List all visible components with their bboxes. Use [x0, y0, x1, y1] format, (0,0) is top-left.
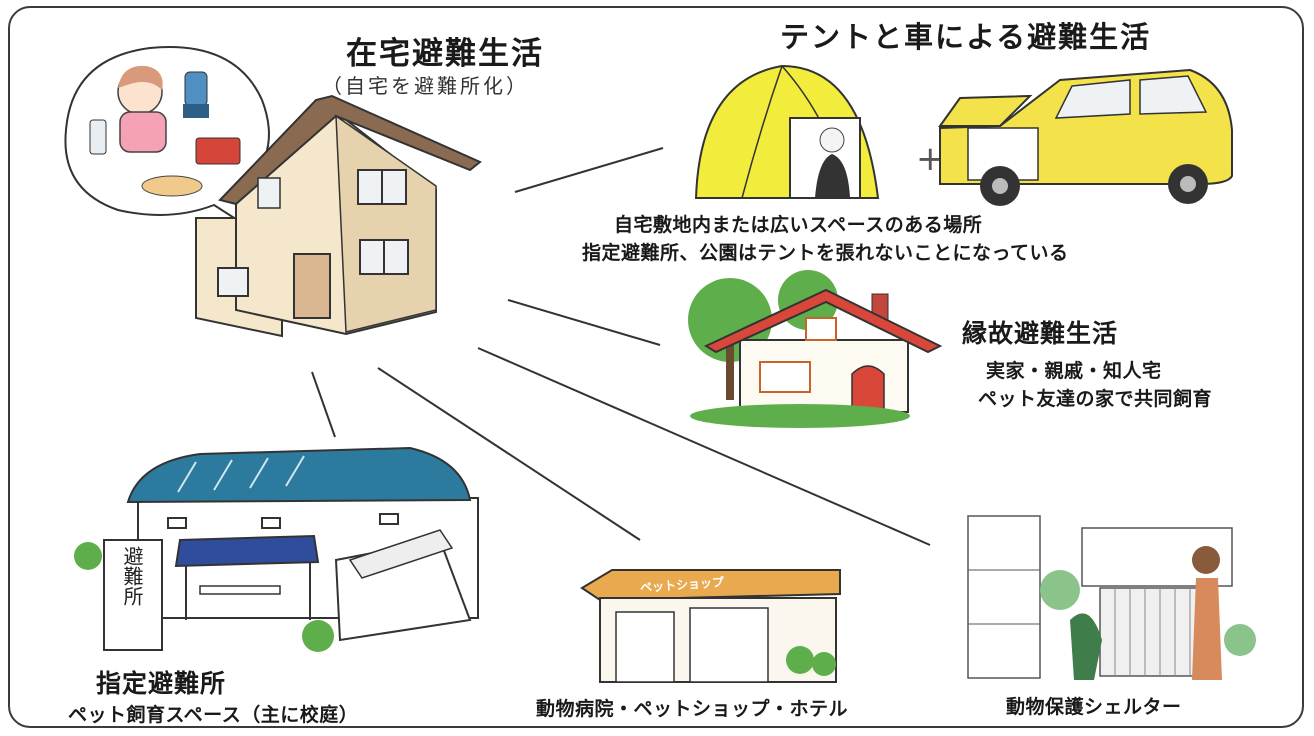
connector-rescue	[477, 347, 931, 546]
car-illustration	[938, 68, 1233, 206]
home-title: 在宅避難生活	[346, 36, 544, 72]
petshop-label: 動物病院・ペットショップ・ホテル	[536, 698, 849, 720]
connector-shop	[377, 367, 641, 541]
relatives-line-1: 実家・親戚・知人宅	[986, 360, 1162, 382]
home-bubble-illustration	[64, 46, 270, 233]
connector-shelter	[311, 371, 336, 438]
tent-car-title: テントと車による避難生活	[780, 20, 1152, 54]
home-subtitle: （自宅を避難所化）	[322, 74, 529, 98]
shelter-line-1: ペット飼育スペース（主に校庭）	[68, 704, 359, 726]
shelter-illustration	[74, 446, 479, 652]
connector-tent	[514, 147, 664, 193]
shelter-sign: 避難所	[120, 546, 144, 606]
relatives-title: 縁故避難生活	[962, 319, 1119, 348]
tent-illustration	[694, 64, 880, 199]
tent-car-line-2: 指定避難所、公園はテントを張れないことになっている	[582, 242, 1069, 264]
connector-relatives	[507, 299, 661, 346]
rescue-label: 動物保護シェルター	[1006, 696, 1182, 718]
tent-car-line-1: 自宅敷地内または広いスペースのある場所	[614, 214, 983, 236]
relatives-house-illustration	[688, 270, 943, 428]
shelter-title: 指定避難所	[96, 669, 227, 698]
connector-lines	[311, 147, 931, 546]
home-house-illustration	[195, 94, 482, 338]
rescue-illustration	[967, 515, 1256, 680]
relatives-line-2: ペット友達の家で共同飼育	[978, 388, 1213, 410]
petshop-illustration	[580, 569, 841, 683]
